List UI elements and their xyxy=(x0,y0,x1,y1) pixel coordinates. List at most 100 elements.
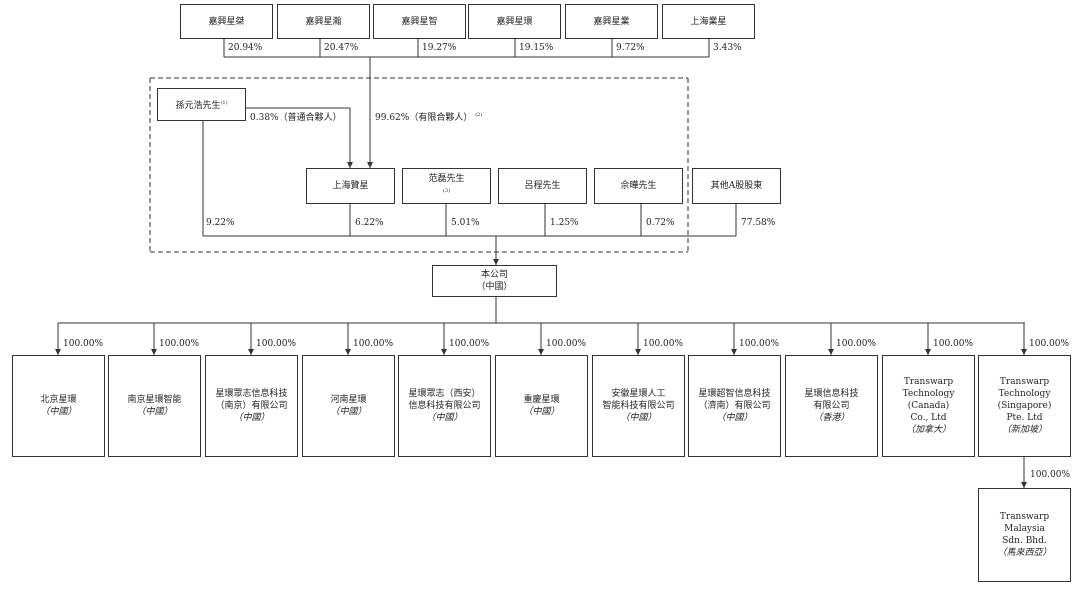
sun-name: 孫元浩先生 xyxy=(175,101,221,111)
top-holder-box: 嘉興星智 xyxy=(373,4,466,39)
ownership-pct: 100.00% xyxy=(836,339,877,349)
ownership-pct: 100.00% xyxy=(353,339,394,349)
top-holder-box: 嘉興星桀 xyxy=(180,4,273,39)
subsidiary-box: Transwarp Technology (Singapore) Pte. Lt… xyxy=(978,355,1071,457)
ownership-pct: 5.01% xyxy=(451,218,480,228)
arrowhead-icon xyxy=(1021,482,1027,488)
entity-name: 星環信息科技 有限公司 xyxy=(804,389,859,411)
subsidiary-box: 安徽星環人工 智能科技有限公司 （中國） xyxy=(592,355,685,457)
ownership-pct: 6.22% xyxy=(355,218,384,228)
ownership-pct: 77.58% xyxy=(741,218,776,228)
entity-name: 河南星環 xyxy=(330,395,367,405)
footnote: (3) xyxy=(442,187,451,194)
subsidiary-box: 星環信息科技 有限公司 （香港） xyxy=(785,355,878,457)
arrowhead-icon xyxy=(493,259,499,265)
ownership-pct: 100.00% xyxy=(739,339,780,349)
top-holder-box: 嘉興星業 xyxy=(565,4,658,39)
entity-name: 范磊先生 xyxy=(428,173,465,184)
arrowhead-icon xyxy=(441,349,447,355)
subsidiary-box: Transwarp Technology (Canada) Co., Ltd （加… xyxy=(882,355,975,457)
company-box: 本公司 （中國） xyxy=(432,265,557,297)
ownership-pct: 19.15% xyxy=(519,43,554,53)
ownership-pct: 20.94% xyxy=(228,43,263,53)
top-holder-box: 嘉興星環 xyxy=(468,4,561,39)
ownership-pct: 100.00% xyxy=(933,339,974,349)
footnote: (2) xyxy=(475,112,483,118)
subsidiary-box: 星環超智信息科技 （濟南）有限公司 （中國） xyxy=(688,355,781,457)
arrowhead-icon xyxy=(55,349,61,355)
top-holder-box: 嘉興星瀚 xyxy=(277,4,370,39)
entity-name: Transwarp Technology (Canada) Co., Ltd xyxy=(902,377,955,423)
entity-location: （新加坡） xyxy=(1001,425,1047,435)
ownership-pct: 1.25% xyxy=(550,218,579,228)
ownership-pct: 3.43% xyxy=(713,43,742,53)
entity-name: 呂程先生 xyxy=(524,181,561,191)
subsidiary-box-malaysia: Transwarp Malaysia Sdn. Bhd. （馬來西亞） xyxy=(978,488,1071,582)
ownership-pct: 100.00% xyxy=(159,339,200,349)
entity-location: （中國） xyxy=(716,413,753,423)
lp-label: 99.62%（有限合夥人） (2) xyxy=(375,110,482,123)
entity-location: （中國） xyxy=(620,413,657,423)
top-holder-box: 上海業星 xyxy=(662,4,755,39)
ownership-pct: 9.22% xyxy=(206,218,235,228)
entity-name: 其他A股股東 xyxy=(710,181,763,191)
subsidiary-box: 星環眾志信息科技 （南京）有限公司（中國） xyxy=(205,355,298,457)
ownership-pct: 0.72% xyxy=(646,218,675,228)
arrowhead-icon xyxy=(925,349,931,355)
entity-name: 上海贊星 xyxy=(332,181,369,191)
entity-location: （馬來西亞） xyxy=(997,548,1052,558)
holder-box-sun: 孫元浩先生(1) xyxy=(157,88,246,121)
ownership-pct: 100.00% xyxy=(1029,339,1070,349)
arrowhead-icon xyxy=(347,162,353,168)
entity-name: 重慶星環 xyxy=(523,395,560,405)
arrowhead-icon xyxy=(151,349,157,355)
company-name: 本公司 xyxy=(480,270,508,280)
subsidiary-box: 北京星環 （中國） xyxy=(12,355,105,457)
arrowhead-icon xyxy=(635,349,641,355)
subsidiary-box: 重慶星環（中國） xyxy=(495,355,588,457)
ownership-pct: 100.00% xyxy=(256,339,297,349)
arrowhead-icon xyxy=(731,349,737,355)
arrowhead-icon xyxy=(828,349,834,355)
entity-name: 嘉興星業 xyxy=(593,16,630,27)
subsidiary-box: 南京星環智能（中國） xyxy=(108,355,201,457)
entity-name: 星環眾志信息科技 （南京）有限公司 xyxy=(215,389,288,411)
footnote: (1) xyxy=(220,100,228,106)
entity-location: （中國） xyxy=(136,407,173,417)
arrowhead-icon xyxy=(367,162,373,168)
ownership-pct: 19.27% xyxy=(422,43,457,53)
entity-name: 北京星環 xyxy=(40,395,77,405)
gp-label: 0.38%（普通合夥人） xyxy=(250,113,342,123)
arrowhead-icon xyxy=(345,349,351,355)
arrowhead-icon xyxy=(248,349,254,355)
entity-name: 嘉興星瀚 xyxy=(305,16,342,27)
ownership-pct: 100.00% xyxy=(63,339,104,349)
entity-location: （加拿大） xyxy=(905,425,951,435)
ownership-pct: 100.00% xyxy=(643,339,684,349)
subsidiary-box: 河南星環 （中國） xyxy=(302,355,395,457)
company-loc: （中國） xyxy=(476,282,513,292)
shareholder-box: 其他A股股東 xyxy=(692,168,781,204)
entity-name: 安徽星環人工 智能科技有限公司 xyxy=(602,389,675,411)
arrowhead-icon xyxy=(538,349,544,355)
entity-name: 嘉興星桀 xyxy=(208,16,245,27)
entity-name: 嘉興星智 xyxy=(401,16,438,27)
entity-name: 嘉興星環 xyxy=(496,16,533,27)
entity-name: Transwarp Malaysia Sdn. Bhd. xyxy=(999,512,1050,546)
entity-location: （中國） xyxy=(40,407,77,417)
arrowhead-icon xyxy=(1021,349,1027,355)
shareholder-box: 佘曄先生 xyxy=(594,168,683,204)
entity-location: （中國） xyxy=(426,413,463,423)
ownership-pct: 100.00% xyxy=(546,339,587,349)
entity-name: 上海業星 xyxy=(690,16,727,27)
entity-name: Transwarp Technology (Singapore) Pte. Lt… xyxy=(997,377,1052,423)
entity-name: 星環眾志（西安） 信息科技有限公司 xyxy=(408,389,481,411)
lp-text: 99.62%（有限合夥人） xyxy=(375,113,473,123)
entity-name: 星環超智信息科技 （濟南）有限公司 xyxy=(698,389,771,411)
ownership-pct: 100.00% xyxy=(449,339,490,349)
entity-location: （香港） xyxy=(813,413,850,423)
subsidiary-box: 星環眾志（西安） 信息科技有限公司 （中國） xyxy=(398,355,491,457)
entity-location: （中國） xyxy=(330,407,367,417)
ownership-pct: 9.72% xyxy=(616,43,645,53)
